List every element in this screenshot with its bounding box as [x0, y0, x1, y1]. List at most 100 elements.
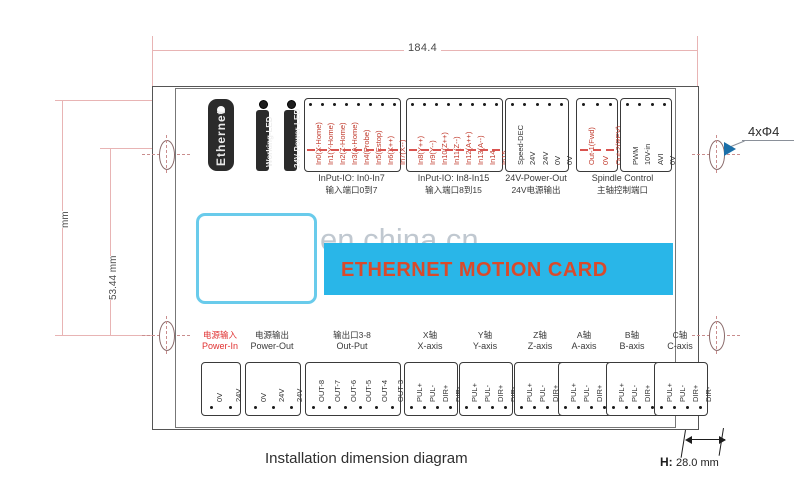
mounting-hole-top-right — [709, 140, 725, 170]
bottom-group-title-en: Y-axis — [472, 341, 498, 352]
terminal-block-y-axis[interactable]: PUL+PUL-DIR+DIR- — [459, 362, 518, 416]
pin-dot — [638, 406, 641, 409]
pin-label: DIR+ — [441, 384, 450, 402]
terminal-block-c-axis[interactable]: PUL+PUL-DIR+DIR- — [654, 362, 713, 416]
caption-en-power-out-24v: 24V-Power-Out — [505, 173, 567, 183]
hole-callout-label: 4xΦ4 — [748, 124, 780, 139]
pin-label: PUL+ — [525, 383, 534, 402]
pin-label: 0V — [258, 392, 268, 402]
pin-dot — [436, 406, 439, 409]
caption-input-io-8-15: InPut-IO: In8-In15 输入端口8到15 — [406, 173, 501, 196]
caption-en-input-io-0-7: InPut-IO: In0-In7 — [318, 173, 385, 183]
pin-label: In5(Estop) — [373, 130, 383, 165]
ethernet-port[interactable] — [208, 99, 234, 171]
height-outer-label: mm — [60, 211, 71, 228]
bottom-group-title-en: Out-Put — [336, 341, 368, 352]
pin-dot — [449, 406, 452, 409]
pin-dot — [210, 406, 213, 409]
pin-dot — [390, 406, 394, 409]
hole-center-line-v-br — [716, 316, 717, 354]
bottom-group-title-cn: Z轴 — [533, 330, 547, 340]
pin-dot — [504, 406, 507, 409]
terminal-block-input-io-8-15[interactable]: In8(Y++)In9(Y--)In10(Z++)In11(Z--)In12(A… — [406, 98, 509, 172]
hole-callout-leader — [742, 140, 794, 141]
height-inner-ext-top — [100, 148, 175, 149]
pin-dot — [523, 103, 527, 106]
pin-label: In3(A-Home) — [350, 122, 360, 165]
pin-dot — [321, 103, 325, 106]
pin-underline — [306, 149, 315, 151]
pin-dot — [423, 406, 426, 409]
ethernet-port-label: Ethernet — [214, 109, 228, 166]
pin-dot — [435, 103, 439, 106]
pin-dot — [333, 103, 337, 106]
caption-input-io-0-7: InPut-IO: In0-In7 输入端口0到7 — [304, 173, 399, 196]
pin-label: In0(X-Home) — [314, 122, 324, 165]
pin-label: In11(Z--) — [452, 136, 462, 165]
bottom-group-title-en: Power-Out — [250, 341, 294, 352]
pin-label: PUL+ — [665, 383, 674, 402]
hole-center-line-v-bl — [166, 316, 167, 354]
pin-dot — [465, 406, 468, 409]
height-inner-label: 53.44 mm — [108, 255, 119, 300]
pin-label: 0V — [565, 155, 575, 165]
terminal-block-a-axis[interactable]: PUL+PUL-DIR+DIR- — [558, 362, 617, 416]
pin-underline — [432, 149, 441, 151]
bottom-group-title-en: Z-axis — [527, 341, 553, 352]
pin-label: AVI — [655, 153, 665, 165]
pin-underline — [579, 149, 588, 151]
pin-dot — [673, 406, 676, 409]
pin-label: PUL- — [428, 384, 437, 402]
pin-dot — [595, 103, 599, 106]
caption-cn-power-out-24v: 24V电源输出 — [511, 184, 561, 195]
product-banner-text: ETHERNET MOTION CARD — [341, 259, 608, 281]
mounting-hole-top-left — [159, 140, 175, 170]
pin-dot — [458, 103, 462, 106]
bottom-group-title-en: X-axis — [417, 341, 443, 352]
caption-en-input-io-8-15: InPut-IO: In8-In15 — [417, 173, 490, 183]
height-outer-ext-top — [55, 100, 165, 101]
width-ext-line-right — [697, 36, 698, 86]
power-led-label: 24V-Power-LED — [293, 108, 302, 168]
pin-underline — [492, 149, 501, 151]
product-banner — [324, 243, 673, 295]
pin-dot — [699, 406, 702, 409]
power-led-block: 24V-Power-LED — [284, 109, 302, 171]
pin-label: PUL- — [538, 384, 547, 402]
pin-dot — [612, 406, 615, 409]
pin-label: PUL+ — [415, 383, 424, 402]
terminal-block-x-axis[interactable]: PUL+PUL-DIR+DIR- — [404, 362, 463, 416]
pin-underline — [456, 149, 465, 151]
hole-callout-arrow-icon — [724, 142, 736, 156]
pin-label: PUL+ — [617, 383, 626, 402]
pin-label: DIR+ — [496, 384, 505, 402]
caption-cn-input-io-8-15: 输入端口8到15 — [425, 184, 482, 195]
height-inner-ext-bottom — [100, 335, 175, 336]
pin-dot — [410, 406, 413, 409]
pin-label: 24V — [276, 388, 286, 402]
pin-dot — [356, 103, 360, 106]
pin-dot — [392, 103, 396, 106]
pin-label: PUL+ — [569, 383, 578, 402]
pin-underline — [408, 149, 417, 151]
pin-dot — [651, 406, 654, 409]
terminal-block-b-axis[interactable]: PUL+PUL-DIR+DIR- — [606, 362, 665, 416]
pin-label: 24V — [234, 388, 243, 402]
pin-underline — [330, 149, 339, 151]
pin-underline — [318, 149, 327, 151]
terminal-block-input-io-0-7[interactable]: In0(X-Home)In1(Y-Home)In2(Z-Home)In3(A-H… — [304, 98, 407, 172]
pin-label: 10V-in — [643, 143, 653, 165]
height-inner-dimension-line — [110, 148, 111, 335]
pin-label: PUL- — [630, 384, 639, 402]
bottom-group-title-cn: 输出口3-8 — [333, 330, 371, 340]
pin-label: In4(Probe) — [361, 129, 371, 165]
pin-dot — [520, 406, 523, 409]
